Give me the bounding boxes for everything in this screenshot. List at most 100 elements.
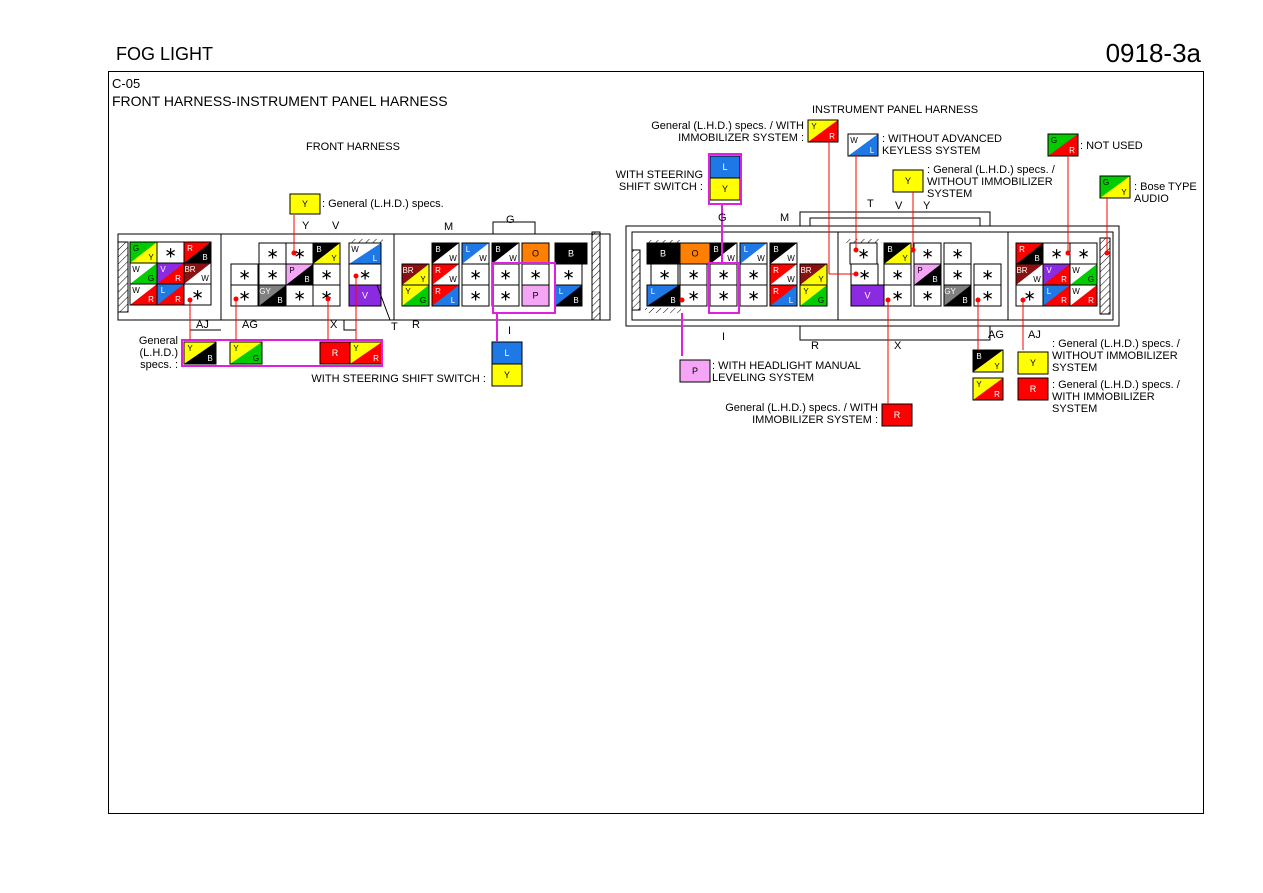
svg-text:L: L — [161, 286, 166, 295]
front-left-pin: RB — [183, 241, 212, 264]
panel-right-pin: WG — [1069, 263, 1098, 286]
note-not-used: : NOT USED — [1080, 140, 1143, 152]
front-mid-pin: ∗ — [230, 263, 259, 286]
svg-text:W: W — [1072, 287, 1080, 296]
svg-text:∗: ∗ — [191, 287, 204, 304]
svg-text:∗: ∗ — [951, 246, 964, 263]
front-right-pin: B — [554, 242, 588, 265]
front-mid-pin: BY — [312, 242, 341, 265]
svg-text:W: W — [1072, 266, 1080, 275]
front-mid-pin: ∗ — [285, 242, 314, 265]
panel-right-pin: ∗ — [1069, 242, 1098, 265]
panel-mid-pin: ∗ — [883, 284, 912, 307]
svg-text:R: R — [148, 295, 154, 304]
front-mid-pin: GYB — [258, 284, 287, 307]
svg-text:R: R — [187, 244, 193, 253]
svg-text:∗: ∗ — [293, 288, 306, 305]
svg-text:W: W — [509, 254, 517, 263]
svg-text:∗: ∗ — [266, 246, 279, 263]
front-left-pin: GY — [129, 241, 158, 264]
panel-left-pin: LB — [646, 284, 680, 307]
panel-left-pin: ∗ — [679, 263, 708, 286]
svg-text:L: L — [504, 348, 509, 358]
callout-box: R — [1017, 377, 1049, 401]
callout-box: BY — [972, 349, 1004, 373]
front-pin-label: T — [391, 321, 398, 333]
front-left-pin: LR — [156, 283, 185, 306]
svg-text:B: B — [277, 296, 282, 305]
svg-text:B: B — [962, 296, 967, 305]
svg-text:R: R — [829, 132, 835, 141]
svg-text:∗: ∗ — [266, 267, 279, 284]
svg-text:P: P — [692, 366, 698, 376]
page-title: FOG LIGHT — [116, 44, 214, 64]
leader-lines — [189, 142, 1108, 404]
svg-text:L: L — [559, 287, 564, 296]
svg-text:L: L — [651, 287, 656, 296]
svg-text:G: G — [1103, 178, 1109, 187]
svg-text:B: B — [316, 245, 321, 254]
front-right-pin: ∗ — [521, 263, 550, 286]
callout-box: P — [679, 359, 711, 383]
svg-text:Y: Y — [302, 199, 308, 209]
svg-text:R: R — [1030, 384, 1037, 394]
svg-text:∗: ∗ — [687, 288, 700, 305]
front-mid-pin: ∗ — [285, 284, 314, 307]
svg-text:∗: ∗ — [658, 267, 671, 284]
svg-text:R: R — [1061, 275, 1067, 284]
panel-harness-connector — [625, 211, 1120, 341]
callout-box: YB — [183, 341, 217, 365]
svg-text:W: W — [351, 245, 359, 254]
svg-text:∗: ∗ — [717, 288, 730, 305]
svg-text:L: L — [451, 296, 456, 305]
note-general-lhd: : General (L.H.D.) specs. — [322, 198, 444, 210]
svg-text:W: W — [727, 254, 735, 263]
front-left-pin: ∗ — [156, 241, 185, 264]
svg-text:∗: ∗ — [499, 288, 512, 305]
front-harness-label: FRONT HARNESS — [306, 141, 400, 153]
front-mid-pin: WL — [348, 242, 382, 265]
panel-mid-pin: ∗ — [973, 284, 1002, 307]
svg-text:∗: ∗ — [687, 267, 700, 284]
note-gen-without-immob: : General (L.H.D.) specs. /WITHOUT IMMOB… — [927, 164, 1056, 200]
svg-text:V: V — [1046, 266, 1052, 275]
svg-text:L: L — [466, 245, 471, 254]
panel-mid-pin: ∗ — [913, 284, 942, 307]
panel-left-pin: ∗ — [650, 263, 679, 286]
panel-right-pin: BRW — [1015, 263, 1044, 286]
svg-text:B: B — [1034, 254, 1039, 263]
panel-left-pin: ∗ — [709, 284, 738, 307]
svg-text:B: B — [976, 352, 981, 361]
callout-box: YR — [972, 377, 1004, 401]
front-pin-label: M — [444, 221, 453, 233]
front-left-pin: VR — [156, 262, 185, 285]
svg-text:R: R — [773, 287, 779, 296]
svg-text:B: B — [202, 253, 207, 262]
panel-mid-pin: PB — [913, 263, 942, 286]
panel-left-pin: BRY — [799, 263, 828, 286]
panel-mid-pin: ∗ — [943, 242, 972, 265]
svg-text:G: G — [818, 296, 824, 305]
front-mid-pin: ∗ — [258, 263, 287, 286]
panel-left-pin: YG — [799, 284, 828, 307]
svg-text:R: R — [175, 295, 181, 304]
panel-left-pin: LW — [739, 242, 768, 265]
svg-text:Y: Y — [976, 380, 982, 389]
svg-text:∗: ∗ — [469, 267, 482, 284]
front-right-pin: ∗ — [461, 284, 490, 307]
panel-mid-pin: ∗ — [849, 242, 878, 265]
svg-text:L: L — [744, 245, 749, 254]
front-right-pin: ∗ — [461, 263, 490, 286]
front-mid-pin: ∗ — [348, 263, 382, 286]
panel-left-pin: BW — [769, 242, 798, 265]
svg-text:P: P — [289, 266, 294, 275]
front-mid-pin: ∗ — [230, 284, 259, 307]
panel-pin-label: G — [718, 212, 727, 224]
svg-text:∗: ∗ — [981, 288, 994, 305]
svg-text:R: R — [773, 266, 779, 275]
svg-text:L: L — [870, 146, 875, 155]
panel-pin-label: T — [867, 198, 874, 210]
callout-box: GY — [1099, 175, 1131, 199]
